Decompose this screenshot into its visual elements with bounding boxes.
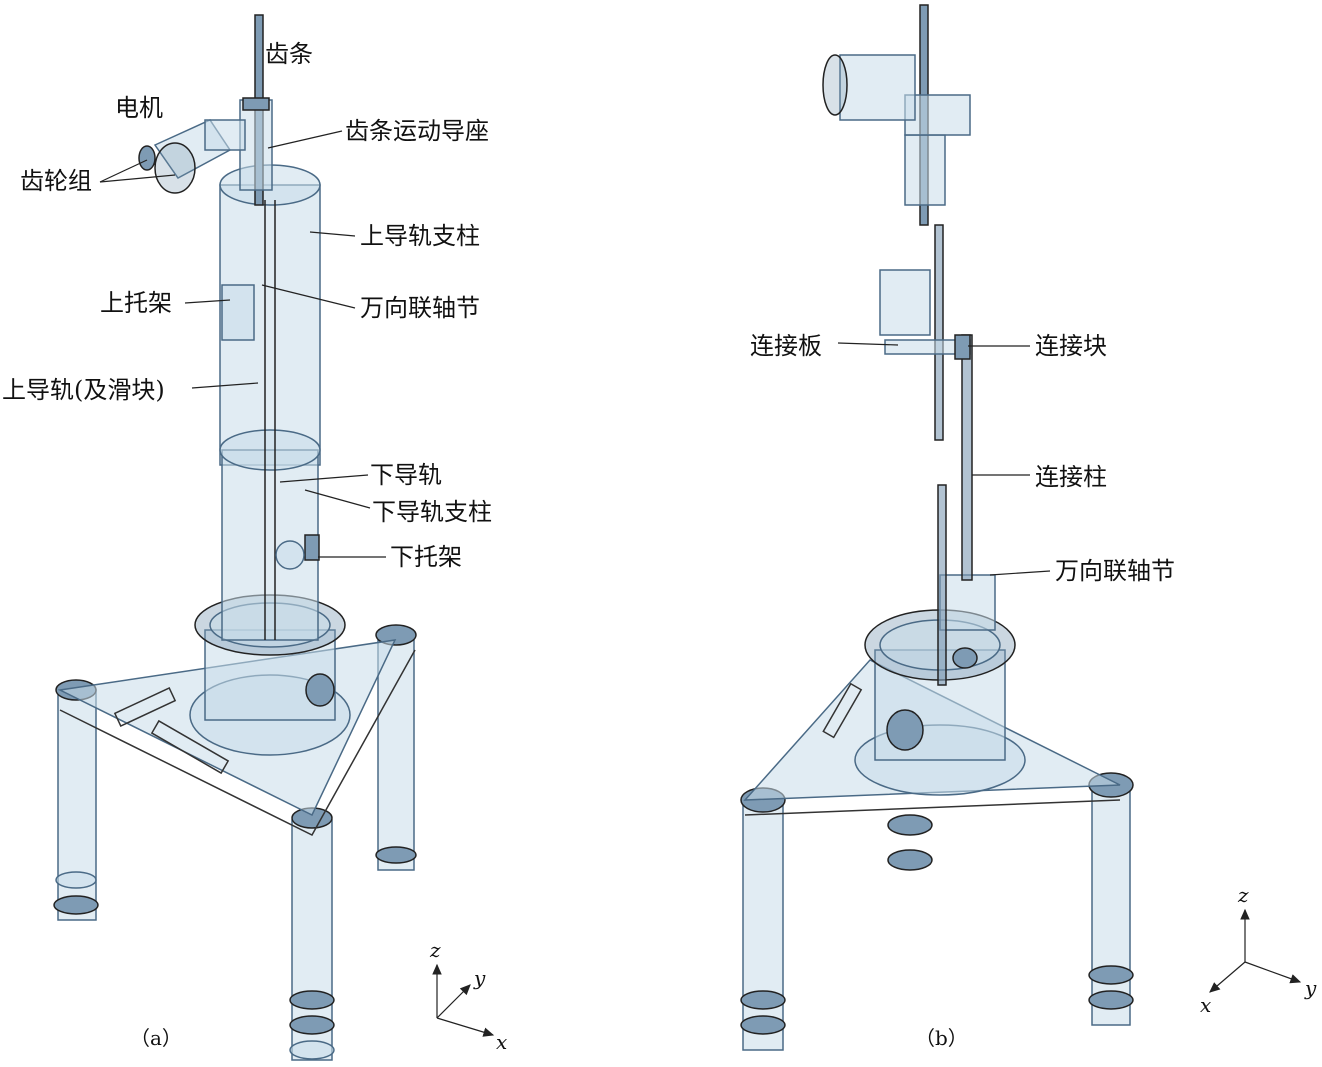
axes-b [1209, 908, 1302, 993]
axis-x-b: x [1200, 993, 1212, 1017]
label-lower-rail-pillar: 下导轨支柱 [372, 498, 492, 526]
label-upper-bracket: 上托架 [100, 289, 172, 317]
leader-lines-a [99, 130, 386, 558]
axis-z-b: z [1238, 883, 1249, 907]
motor-a [138, 119, 246, 194]
label-upper-rail-pillar: 上导轨支柱 [360, 222, 480, 250]
label-connecting-column: 连接柱 [1035, 463, 1107, 491]
label-gear-set: 齿轮组 [20, 167, 92, 195]
label-connecting-block: 连接块 [1035, 332, 1107, 360]
universal-joint-b [939, 574, 996, 631]
label-rack-guide-seat: 齿条运动导座 [345, 117, 489, 145]
caption-b: （b） [915, 1026, 968, 1050]
axis-z-a: z [430, 938, 441, 962]
axes-a [432, 963, 495, 1037]
label-connecting-plate: 连接板 [750, 332, 822, 360]
lower-rail-pillar-a [221, 449, 319, 641]
motor-b [822, 54, 916, 121]
axis-y-b: y [1305, 976, 1317, 1000]
leader-lines-b [837, 342, 1051, 576]
label-universal-joint-b: 万向联轴节 [1055, 557, 1175, 585]
label-lower-bracket: 下托架 [390, 543, 462, 571]
label-upper-rail: 上导轨(及滑块) [2, 376, 165, 404]
figure-b-assembly [740, 4, 1134, 1051]
label-universal-joint-a: 万向联轴节 [360, 294, 480, 322]
legs-a [53, 624, 417, 1061]
label-rack: 齿条 [265, 40, 313, 68]
figure-a-assembly [53, 14, 417, 1061]
label-motor: 电机 [115, 94, 163, 122]
axis-y-a: y [474, 966, 486, 990]
axis-x-a: x [496, 1030, 508, 1054]
label-lower-rail: 下导轨 [370, 461, 442, 489]
connecting-column-b [961, 334, 973, 581]
caption-a: （a） [130, 1026, 182, 1050]
legs-b [740, 772, 1134, 1051]
